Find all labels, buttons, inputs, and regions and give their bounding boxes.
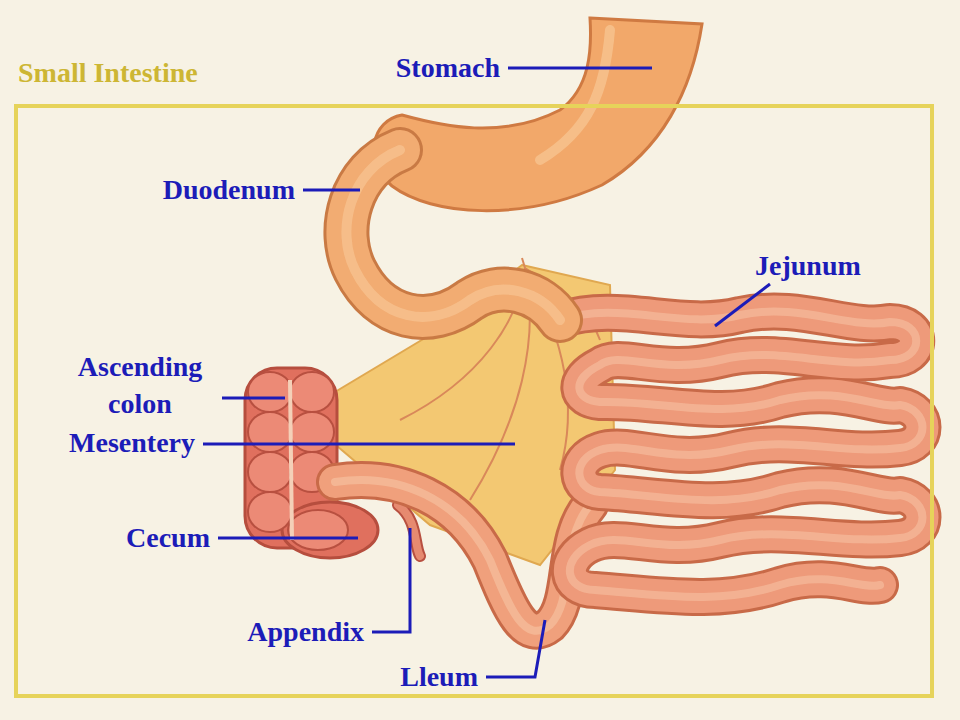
- part-label: Appendix: [247, 615, 364, 649]
- part-label: Jejunum: [755, 249, 861, 283]
- stomach-shape: [374, 18, 702, 211]
- leader-line: [372, 528, 410, 632]
- leader-line: [222, 397, 285, 400]
- leader-line: [218, 537, 358, 540]
- leader-line: [303, 189, 360, 192]
- leader-line: [508, 67, 652, 70]
- part-label: Ascending colon: [50, 348, 230, 422]
- part-label: Cecum: [126, 521, 210, 555]
- region-heading: Small Intestine: [18, 56, 198, 90]
- leader-line: [715, 284, 770, 326]
- leader-line: [486, 620, 545, 677]
- part-label: Duodenum: [163, 173, 295, 207]
- part-label: Mesentery: [69, 426, 195, 460]
- small-intestine-tubes: [335, 150, 923, 631]
- leader-line: [203, 443, 515, 446]
- part-label: Stomach: [396, 51, 500, 85]
- stomach-highlight: [540, 30, 610, 160]
- part-label: Lleum: [400, 660, 478, 694]
